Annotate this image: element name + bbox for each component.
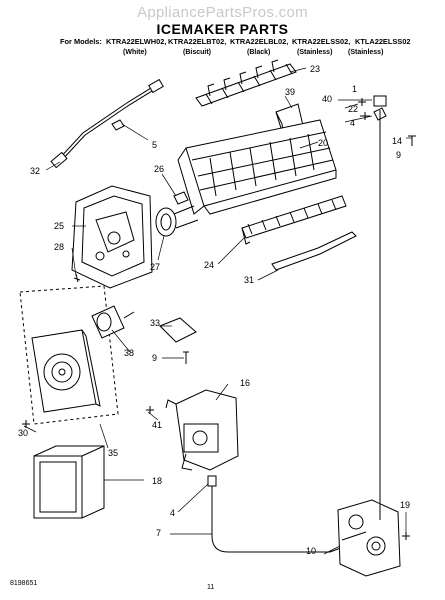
callout-39: 39 [285, 87, 295, 97]
thermostat-part [155, 205, 199, 237]
callout-26: 26 [154, 164, 164, 174]
callout-32: 32 [30, 166, 40, 176]
model-2: KTRA22ELBT02, [168, 37, 227, 46]
callout-14: 14 [392, 136, 402, 146]
callout-38: 38 [124, 348, 134, 358]
screw-part-14 [408, 135, 416, 146]
callout-33: 33 [150, 318, 160, 328]
color-1: (White) [123, 49, 147, 56]
support-part [159, 317, 197, 343]
water-valve-part [165, 389, 239, 471]
ejector-blades-part [195, 59, 297, 107]
watermark: AppliancePartsPros.com [137, 4, 308, 21]
screw-part-41 [146, 406, 154, 414]
wire-harness-part [50, 78, 164, 169]
callout-1: 1 [352, 84, 357, 94]
footer-code: 8198651 [10, 580, 38, 587]
callout-5: 5 [152, 140, 157, 150]
callout-7: 7 [156, 528, 161, 538]
callout-24: 24 [204, 260, 214, 270]
callout-30: 30 [18, 428, 28, 438]
screw-part-9-lower [183, 351, 189, 364]
callout-40: 40 [322, 94, 332, 104]
color-3: (Black) [247, 49, 271, 56]
bail-arm-part [271, 231, 357, 271]
model-1: KTRA22ELWH02, [106, 37, 167, 46]
screw-part-28 [73, 273, 81, 283]
model-5: KTLA22ELSS02 [355, 37, 411, 46]
callout-18: 18 [152, 476, 162, 486]
connector-part [173, 191, 189, 205]
callout-4-lower: 4 [170, 508, 175, 518]
clip-part [111, 119, 125, 131]
inlet-valve-part [337, 499, 401, 577]
callout-31: 31 [244, 275, 254, 285]
nut-part-upper [373, 107, 387, 121]
callout-41: 41 [152, 420, 162, 430]
callout-19: 19 [400, 500, 410, 510]
color-5: (Stainless) [348, 49, 384, 56]
callout-35: 35 [108, 448, 118, 458]
screw-part-40 [358, 98, 366, 106]
page-title: ICEMAKER PARTS [156, 21, 289, 37]
callout-9-upper: 9 [396, 150, 401, 160]
callout-20: 20 [318, 138, 328, 148]
callout-16: 16 [240, 378, 250, 388]
motor-module-part [19, 285, 119, 425]
models-prefix: For Models: [60, 37, 102, 46]
callout-9-lower: 9 [152, 353, 157, 363]
model-4: KTRA22ELSS02, [292, 37, 351, 46]
color-2: (Biscuit) [183, 49, 211, 56]
motor-part [91, 305, 135, 339]
callout-23: 23 [310, 64, 320, 74]
color-4: (Stainless) [297, 49, 333, 56]
callout-28: 28 [54, 242, 64, 252]
screw-part-19 [402, 532, 410, 540]
screw-part-22 [360, 112, 370, 120]
icemaker-mold-part [177, 119, 337, 215]
fill-tube-part [211, 486, 347, 553]
ice-stripper-part [241, 195, 347, 245]
callout-27: 27 [150, 262, 160, 272]
cover-block-part [33, 445, 105, 519]
icemaker-housing-part [71, 185, 153, 289]
nut-part-lower [207, 475, 217, 487]
callout-10: 10 [306, 546, 316, 556]
callout-25: 25 [54, 221, 64, 231]
model-3: KTRA22ELBL02, [230, 37, 289, 46]
callout-22: 22 [348, 104, 358, 114]
page-number: 11 [207, 584, 215, 591]
fitting-part [373, 95, 387, 107]
callout-4-upper: 4 [350, 118, 355, 128]
